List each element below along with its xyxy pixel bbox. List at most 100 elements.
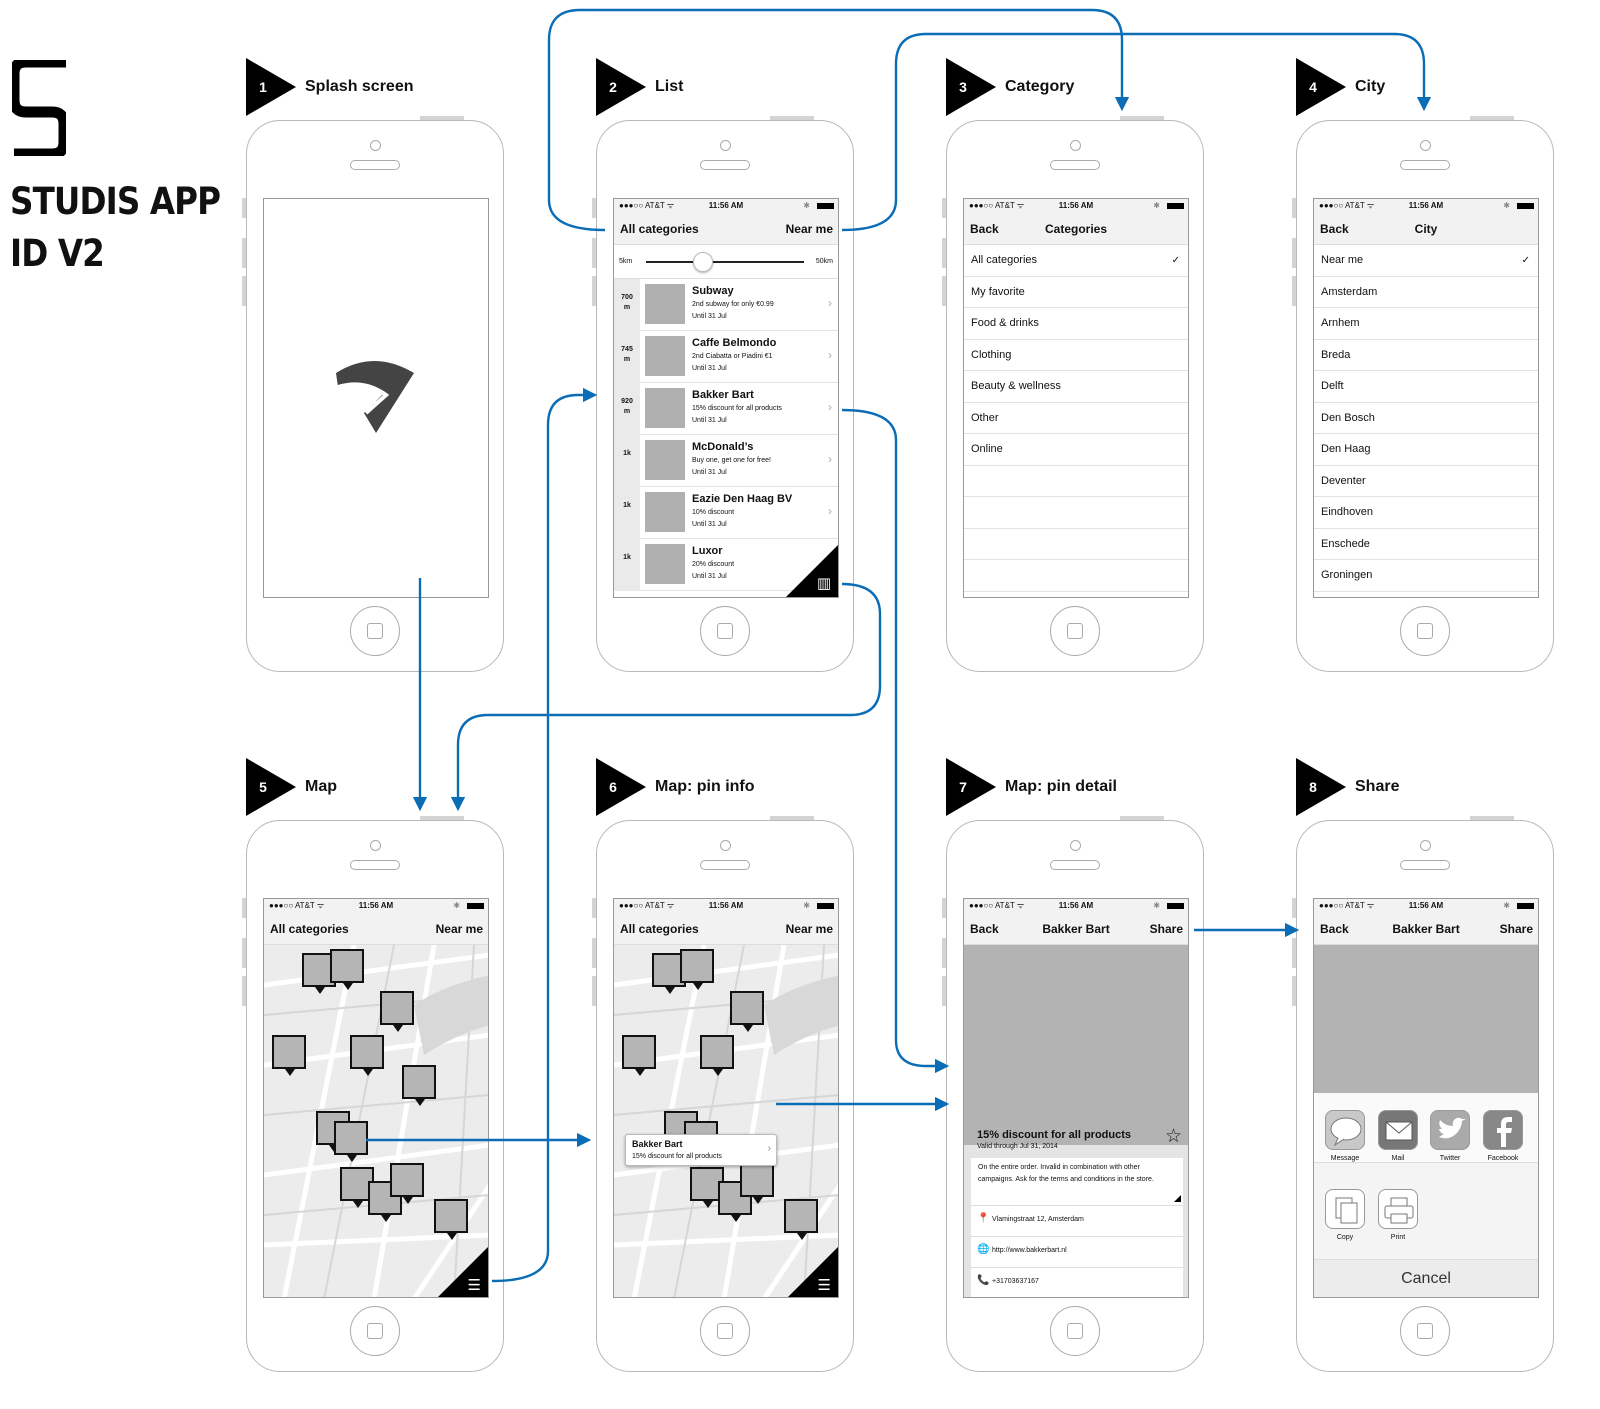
envelope-icon[interactable]: [1378, 1110, 1418, 1150]
offer-valid: Valid through Jul 31, 2014: [977, 1143, 1058, 1150]
map-view[interactable]: Bakker Bart 15% discount for all product…: [614, 945, 838, 1297]
share-action-label: Print: [1390, 1234, 1406, 1241]
map-pin[interactable]: [390, 1163, 424, 1204]
map-view[interactable]: ☰: [264, 945, 488, 1297]
printer-icon[interactable]: [1378, 1189, 1418, 1229]
step-title-share: Share: [1355, 778, 1400, 795]
step-number: 7: [959, 779, 967, 795]
near-me-button[interactable]: Near me: [785, 222, 833, 236]
map-pin[interactable]: [730, 991, 764, 1032]
category-title: Categories: [1044, 222, 1108, 236]
map-pin[interactable]: [740, 1163, 774, 1204]
item-name: Caffe Belmondo: [692, 337, 777, 349]
all-categories-button[interactable]: All categories: [620, 922, 699, 936]
city-label: Deventer: [1321, 474, 1366, 487]
map-pin[interactable]: [272, 1035, 306, 1076]
city-label: Groningen: [1321, 569, 1373, 581]
city-row[interactable]: Den Haag: [1314, 434, 1538, 466]
map-pin[interactable]: [434, 1199, 468, 1240]
map-pin[interactable]: [700, 1035, 734, 1076]
map-pin[interactable]: [380, 991, 414, 1032]
city-row[interactable]: Eindhoven: [1314, 497, 1538, 529]
category-row[interactable]: All categories✓: [964, 245, 1188, 277]
map-pin[interactable]: [350, 1035, 384, 1076]
favorite-star-icon[interactable]: ☆: [1164, 1126, 1182, 1147]
item-date: Until 31 Jul: [692, 469, 727, 476]
city-row[interactable]: Delft: [1314, 371, 1538, 403]
near-me-button[interactable]: Near me: [435, 922, 483, 936]
map-pin[interactable]: [334, 1121, 368, 1162]
city-row[interactable]: Deventer: [1314, 466, 1538, 497]
cancel-button[interactable]: Cancel: [1314, 1259, 1538, 1297]
category-row[interactable]: Beauty & wellness: [964, 371, 1188, 403]
category-label: Beauty & wellness: [971, 380, 1061, 392]
city-label: Near me: [1321, 254, 1364, 266]
f-icon[interactable]: [1483, 1110, 1523, 1150]
city-row[interactable]: Amsterdam: [1314, 277, 1538, 308]
expand-corner-icon[interactable]: [1174, 1195, 1181, 1202]
app-title-line2: ID V2: [10, 232, 105, 275]
splash-screen: [263, 198, 489, 598]
city-row[interactable]: Near me✓: [1314, 245, 1538, 277]
back-button[interactable]: Back: [970, 922, 999, 936]
item-desc: 15% discount for all products: [692, 405, 782, 412]
back-button[interactable]: Back: [1320, 922, 1349, 936]
item-desc: 10% discount: [692, 509, 735, 516]
category-row[interactable]: Clothing: [964, 340, 1188, 371]
address-row[interactable]: 📍 Vlamingstraat 12, Amsterdam: [971, 1205, 1183, 1236]
all-categories-button[interactable]: All categories: [620, 222, 699, 236]
phone-row[interactable]: 📞 +31703637167: [971, 1267, 1183, 1297]
map-pin[interactable]: [330, 949, 364, 990]
map-pin[interactable]: [680, 949, 714, 990]
battery-icon: [817, 203, 834, 209]
phone-splash: [242, 116, 504, 672]
step-title-splash: Splash screen: [305, 78, 414, 95]
item-date: Until 31 Jul: [692, 417, 727, 424]
copy-icon[interactable]: [1325, 1189, 1365, 1229]
step-number: 6: [609, 779, 617, 795]
detail-hero-image: 15% discount for all products Valid thro…: [964, 945, 1188, 1150]
speech-bubble-icon[interactable]: [1325, 1110, 1365, 1150]
bird-icon[interactable]: [1430, 1110, 1470, 1150]
item-desc: 2nd Ciabatta or Piadini €1: [692, 353, 773, 360]
map-pin[interactable]: [402, 1065, 436, 1106]
category-row[interactable]: Other: [964, 403, 1188, 434]
website-row[interactable]: 🌐 http://www.bakkerbart.nl: [971, 1236, 1183, 1267]
distance-slider[interactable]: 5km 50km: [614, 245, 838, 279]
map-pin[interactable]: [784, 1199, 818, 1240]
share-button[interactable]: Share: [1149, 922, 1183, 936]
share-button[interactable]: Share: [1499, 922, 1533, 936]
city-row[interactable]: Arnhem: [1314, 308, 1538, 340]
category-row[interactable]: My favorite: [964, 277, 1188, 308]
map-pin[interactable]: [622, 1035, 656, 1076]
city-row[interactable]: Enschede: [1314, 529, 1538, 560]
map-streets: [614, 945, 838, 1297]
city-row[interactable]: Breda: [1314, 340, 1538, 371]
category-row[interactable]: Online: [964, 434, 1188, 466]
item-desc: 20% discount: [692, 561, 735, 568]
category-row[interactable]: Food & drinks: [964, 308, 1188, 340]
near-me-button[interactable]: Near me: [785, 922, 833, 936]
share-app-label: Facebook: [1487, 1155, 1519, 1162]
chevron-right-icon: ›: [828, 504, 832, 518]
slider-knob[interactable]: [692, 252, 713, 272]
distance-label: 700 m: [614, 279, 640, 331]
all-categories-button[interactable]: All categories: [270, 922, 349, 936]
step-title-list: List: [655, 78, 684, 95]
city-label: Breda: [1321, 348, 1351, 361]
city-row[interactable]: Den Bosch: [1314, 403, 1538, 434]
pin-info-popup[interactable]: Bakker Bart 15% discount for all product…: [625, 1134, 777, 1166]
city-row[interactable]: Groningen: [1314, 560, 1538, 592]
item-thumbnail: [645, 492, 685, 532]
